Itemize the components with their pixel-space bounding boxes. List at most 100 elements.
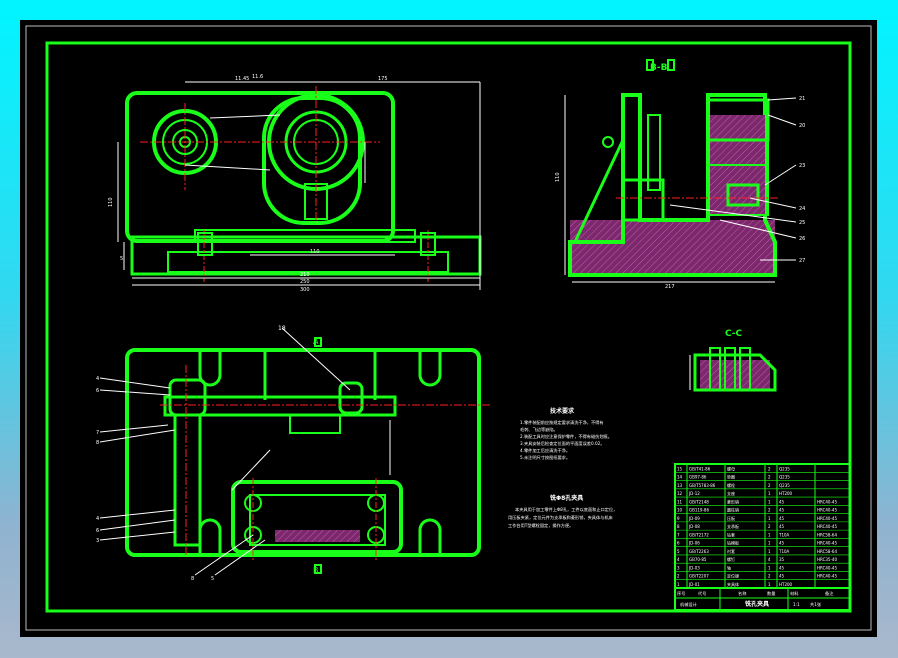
bom-header-cell: 序号 (677, 590, 685, 597)
bom-cell: 45 (779, 508, 785, 513)
plan-view (99, 327, 490, 576)
plan-balloon: 7 (96, 430, 99, 436)
plan-balloon: 3 (96, 538, 99, 544)
description-line: 本夹具用于加工零件上Φ8孔，工件以底面和止口定位， (515, 506, 617, 513)
bom-header-cell: 代号 (698, 590, 706, 597)
side-balloon: 23 (799, 163, 805, 169)
bom-cell: Q235 (779, 483, 790, 488)
bom-cell: 2 (768, 508, 771, 513)
side-balloon: 24 (799, 206, 805, 212)
title-block-sheet: 共1张 (810, 601, 822, 608)
notes-line: 3.夹具安装后检查定位面的平面度误差0.02。 (520, 440, 605, 447)
bom-cell: 2 (677, 574, 680, 579)
plan-balloon: 4 (96, 516, 99, 522)
bom-cell: HT200 (779, 491, 793, 496)
bom-cell: 45 (779, 574, 785, 579)
bom-cell: GB/T5783-86 (689, 483, 716, 488)
bom-cell: GB70-85 (689, 557, 707, 562)
bom-cell: 1 (768, 532, 771, 537)
bom-cell: 12 (677, 491, 683, 496)
bom-cell: JD-09 (688, 516, 700, 521)
plan-balloon: 8 (191, 576, 194, 582)
outer-frame (25, 25, 872, 631)
dim-left-v2: 5 (120, 256, 123, 262)
dim-d4: 110 (310, 249, 320, 255)
bom-cell: T10A (778, 532, 790, 537)
description-line: 工作台用T型螺栓固定，操作方便。 (508, 522, 573, 529)
dim-d6: 250 (300, 279, 310, 285)
bom-cell: 菱形销 (727, 498, 739, 504)
bom-cell: 6 (677, 541, 680, 546)
bom-cell: HRC40-45 (817, 508, 837, 513)
bom-cell: 35 (779, 557, 785, 562)
description-line: 用压板夹紧，定位元件为支承板和菱形销，夹具体与机床 (508, 514, 614, 521)
side-balloons: 21 20 23 24 25 26 27 (799, 96, 805, 264)
bom-cell: 5 (677, 549, 680, 554)
bom-cell: 支座 (727, 490, 735, 496)
plan-balloon: 4 (96, 376, 99, 382)
notes-line: 5.未注明尺寸按图纸要求。 (520, 454, 570, 461)
bom-cell: Q235 (779, 466, 790, 471)
bom-cell: 1 (768, 499, 771, 504)
bom-cell: 1 (768, 491, 771, 496)
bom-header-cell: 名称 (738, 590, 746, 597)
bom-cell: GB/T2172 (689, 532, 709, 537)
bom-cell: 45 (779, 516, 785, 521)
bom-cell: 轴 (727, 564, 731, 570)
bom-cell: 支承板 (727, 523, 739, 529)
dim-left-v: 110 (108, 197, 114, 207)
plan-label-b: B (313, 566, 319, 575)
notes-line: 1.零件装配前应按规定要求清洗干净，不得有 (520, 419, 604, 426)
bom-cell: 压板 (727, 515, 735, 521)
bom-cell: HRC40-45 (817, 541, 837, 546)
bom-cell: 45 (779, 565, 785, 570)
bom-cell: 10 (677, 508, 683, 513)
bom-cell: JD-03 (688, 565, 700, 570)
bom-cell: 13 (677, 483, 683, 488)
bom-cell: GB/T2207 (689, 574, 709, 579)
section-label-top: B-B (650, 63, 668, 73)
bom-cell: GB97-86 (689, 475, 707, 480)
bom-cell: GB119-86 (689, 508, 709, 513)
bom-header-cell: 材料 (790, 590, 799, 597)
bom-cell: 4 (768, 557, 771, 562)
dim-d3: 175 (378, 76, 388, 82)
bom-cell: HRC58-64 (817, 549, 837, 554)
cad-drawing-sheet[interactable]: B-B C-C A B 18 11.45 11.6 175 110 210 25… (20, 20, 877, 637)
dim-d2: 11.6 (252, 74, 263, 80)
side-balloon: 25 (799, 220, 805, 226)
bom-cell: GB/T2263 (689, 549, 709, 554)
side-balloon: 20 (799, 123, 805, 129)
plan-label-a: A (313, 337, 319, 346)
title-block-scale: 1:1 (793, 602, 800, 607)
bom-header-cell: 数量 (767, 590, 775, 597)
bom-cell: 1 (677, 582, 680, 587)
front-view (117, 81, 482, 290)
detail-section (689, 347, 777, 392)
bom-cell: 1 (768, 549, 771, 554)
bom-cell: 夹具体 (727, 581, 739, 587)
bom-cell: HRC40-45 (817, 499, 837, 504)
plan-balloon: 6 (96, 528, 99, 534)
bom-cell: 定位键 (727, 573, 739, 579)
plan-balloon-top: 18 (278, 325, 286, 332)
dim-d7: 300 (300, 287, 310, 293)
bom-header-cell: 备注 (825, 590, 834, 597)
dim-d1: 11.45 (235, 76, 249, 82)
side-view (564, 59, 797, 283)
side-balloon: 27 (799, 258, 805, 264)
bom-cell: JD-01 (688, 582, 700, 587)
bom-cell: 垫圈 (727, 474, 735, 480)
notes-title: 技术要求 (550, 407, 575, 415)
bom-cell: JD-08 (688, 524, 700, 529)
bom-cell: 14 (677, 475, 683, 480)
description-title: 铣Φ8孔夹具 (550, 494, 583, 502)
notes-line: 4.零件加工后应清洗干净。 (520, 447, 570, 454)
side-dim-left: 110 (555, 172, 561, 182)
bom-cell: 11 (677, 499, 683, 504)
bom-cell: 2 (768, 475, 771, 480)
bom-cell: 9 (677, 516, 680, 521)
bom-cell: 2 (768, 483, 771, 488)
bom-cell: 钻套 (727, 531, 735, 537)
